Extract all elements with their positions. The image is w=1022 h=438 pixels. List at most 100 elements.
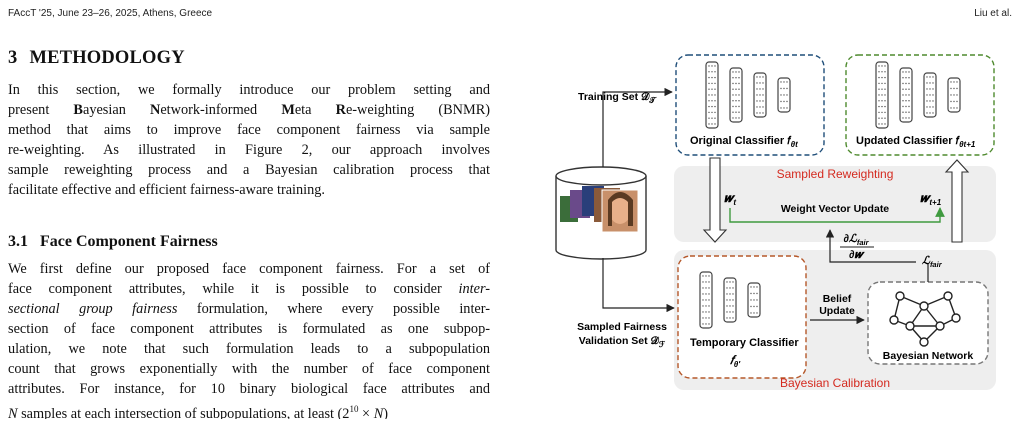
layer-dot xyxy=(732,71,734,73)
layer-dot xyxy=(711,100,713,102)
layer-dot xyxy=(732,299,734,301)
text-segment: facilitate effective and efficient fairn… xyxy=(8,182,326,198)
layer-dot xyxy=(786,107,788,109)
validation-set-label-line2: Validation Set 𝒟ℱ xyxy=(579,334,666,349)
layer-dot xyxy=(902,117,904,119)
layer-dot xyxy=(902,100,904,102)
layer-dot xyxy=(908,71,910,73)
layer-dot xyxy=(732,281,734,283)
text-segment: section of face component attributes is … xyxy=(8,321,490,337)
layer-dot xyxy=(732,317,734,319)
layer-dot xyxy=(756,299,758,301)
layer-dot xyxy=(732,105,734,108)
layer-dot xyxy=(884,117,886,119)
layer-dot xyxy=(756,312,758,314)
layer-dot xyxy=(878,111,880,114)
layer-dot xyxy=(881,88,883,90)
layer-dot xyxy=(738,94,740,96)
text-segment: We first define our proposed face compon… xyxy=(8,261,490,277)
belief-update-label-line1: Belief xyxy=(823,293,852,305)
layer-dot xyxy=(929,76,931,78)
layer-dot xyxy=(711,82,713,85)
layer-dot xyxy=(714,94,716,96)
layer-dot xyxy=(905,88,907,90)
layer-dot xyxy=(702,323,704,325)
layer-dot xyxy=(929,112,931,114)
layer-dot xyxy=(881,100,883,102)
layer-dot xyxy=(759,100,761,102)
layer-dot xyxy=(926,94,928,96)
layer-dot xyxy=(708,105,710,108)
layer-dot xyxy=(708,275,710,277)
layer-dot xyxy=(926,106,928,108)
layer-dot xyxy=(738,71,740,73)
text-segment: M xyxy=(281,102,295,118)
updated-classifier-label: Updated Classifier 𝑓θt+1 xyxy=(856,135,976,149)
layer-dot xyxy=(881,65,883,67)
layer-dot xyxy=(881,123,883,125)
layer-dot xyxy=(726,299,728,301)
original-classifier-layers-icon xyxy=(705,61,791,129)
text-segment: N xyxy=(149,102,161,118)
layer-dot xyxy=(756,100,758,102)
layer-dot xyxy=(729,305,731,307)
layer-dot xyxy=(878,123,880,125)
layer-dot xyxy=(738,100,740,102)
layer-dot xyxy=(881,71,883,73)
layer-dot xyxy=(908,82,910,85)
layer-dot xyxy=(783,94,785,96)
layer-dot xyxy=(780,94,782,96)
layer-dot xyxy=(714,105,716,108)
layer-dot xyxy=(950,81,952,83)
validation-set-arrow xyxy=(602,258,675,313)
layer-dot xyxy=(735,88,737,90)
layer-dot xyxy=(756,112,758,114)
layer-dot xyxy=(884,82,886,85)
layer-dot xyxy=(756,286,758,288)
text-line: ulation, we note that such formulation l… xyxy=(8,339,490,359)
layer-dot xyxy=(708,317,710,319)
layer-dot xyxy=(705,293,707,295)
layer-dot xyxy=(729,299,731,301)
layer-dot xyxy=(762,100,764,102)
layer-dot xyxy=(905,77,907,79)
layer-dot xyxy=(953,100,955,103)
layer-dot xyxy=(902,82,904,85)
layer-dot xyxy=(708,323,710,325)
text-line: We first define our proposed face compon… xyxy=(8,259,490,279)
layer-dot xyxy=(708,65,710,67)
layer-dot xyxy=(762,112,764,114)
weight-update-arrow xyxy=(729,207,945,223)
layer-dot xyxy=(732,305,734,307)
layer-dot xyxy=(708,287,710,289)
methodology-figure: Original Classifier 𝑓θt Updated Classifi… xyxy=(555,54,996,390)
layer-dot xyxy=(708,111,710,114)
layer-dot xyxy=(702,287,704,289)
layer-dot xyxy=(732,94,734,96)
layer-dot xyxy=(729,287,731,289)
layer-dot xyxy=(902,94,904,96)
text-line: sample reweighting process and a Bayesia… xyxy=(8,160,490,180)
subsection-number: 3.1 xyxy=(8,233,28,250)
layer-dot xyxy=(708,311,710,313)
layer-dot xyxy=(714,111,716,114)
layer-dot xyxy=(929,100,931,102)
layer-dot xyxy=(881,82,883,85)
layer-dot xyxy=(702,311,704,313)
layer-dot xyxy=(929,82,931,84)
layer-dot xyxy=(878,100,880,102)
layer-dot xyxy=(786,81,788,83)
layer-dot xyxy=(714,65,716,67)
text-line: section of face component attributes is … xyxy=(8,319,490,339)
layer-dot xyxy=(732,287,734,289)
layer-dot xyxy=(750,286,752,288)
layer-dot xyxy=(711,123,713,125)
layer-dot xyxy=(950,87,952,90)
layer-dot xyxy=(708,299,710,301)
layer-dot xyxy=(926,88,928,90)
text-segment: R xyxy=(335,102,346,118)
layer-dot xyxy=(711,111,713,114)
layer-dot xyxy=(702,293,704,295)
layer-dot xyxy=(884,88,886,90)
layer-dot xyxy=(726,281,728,283)
